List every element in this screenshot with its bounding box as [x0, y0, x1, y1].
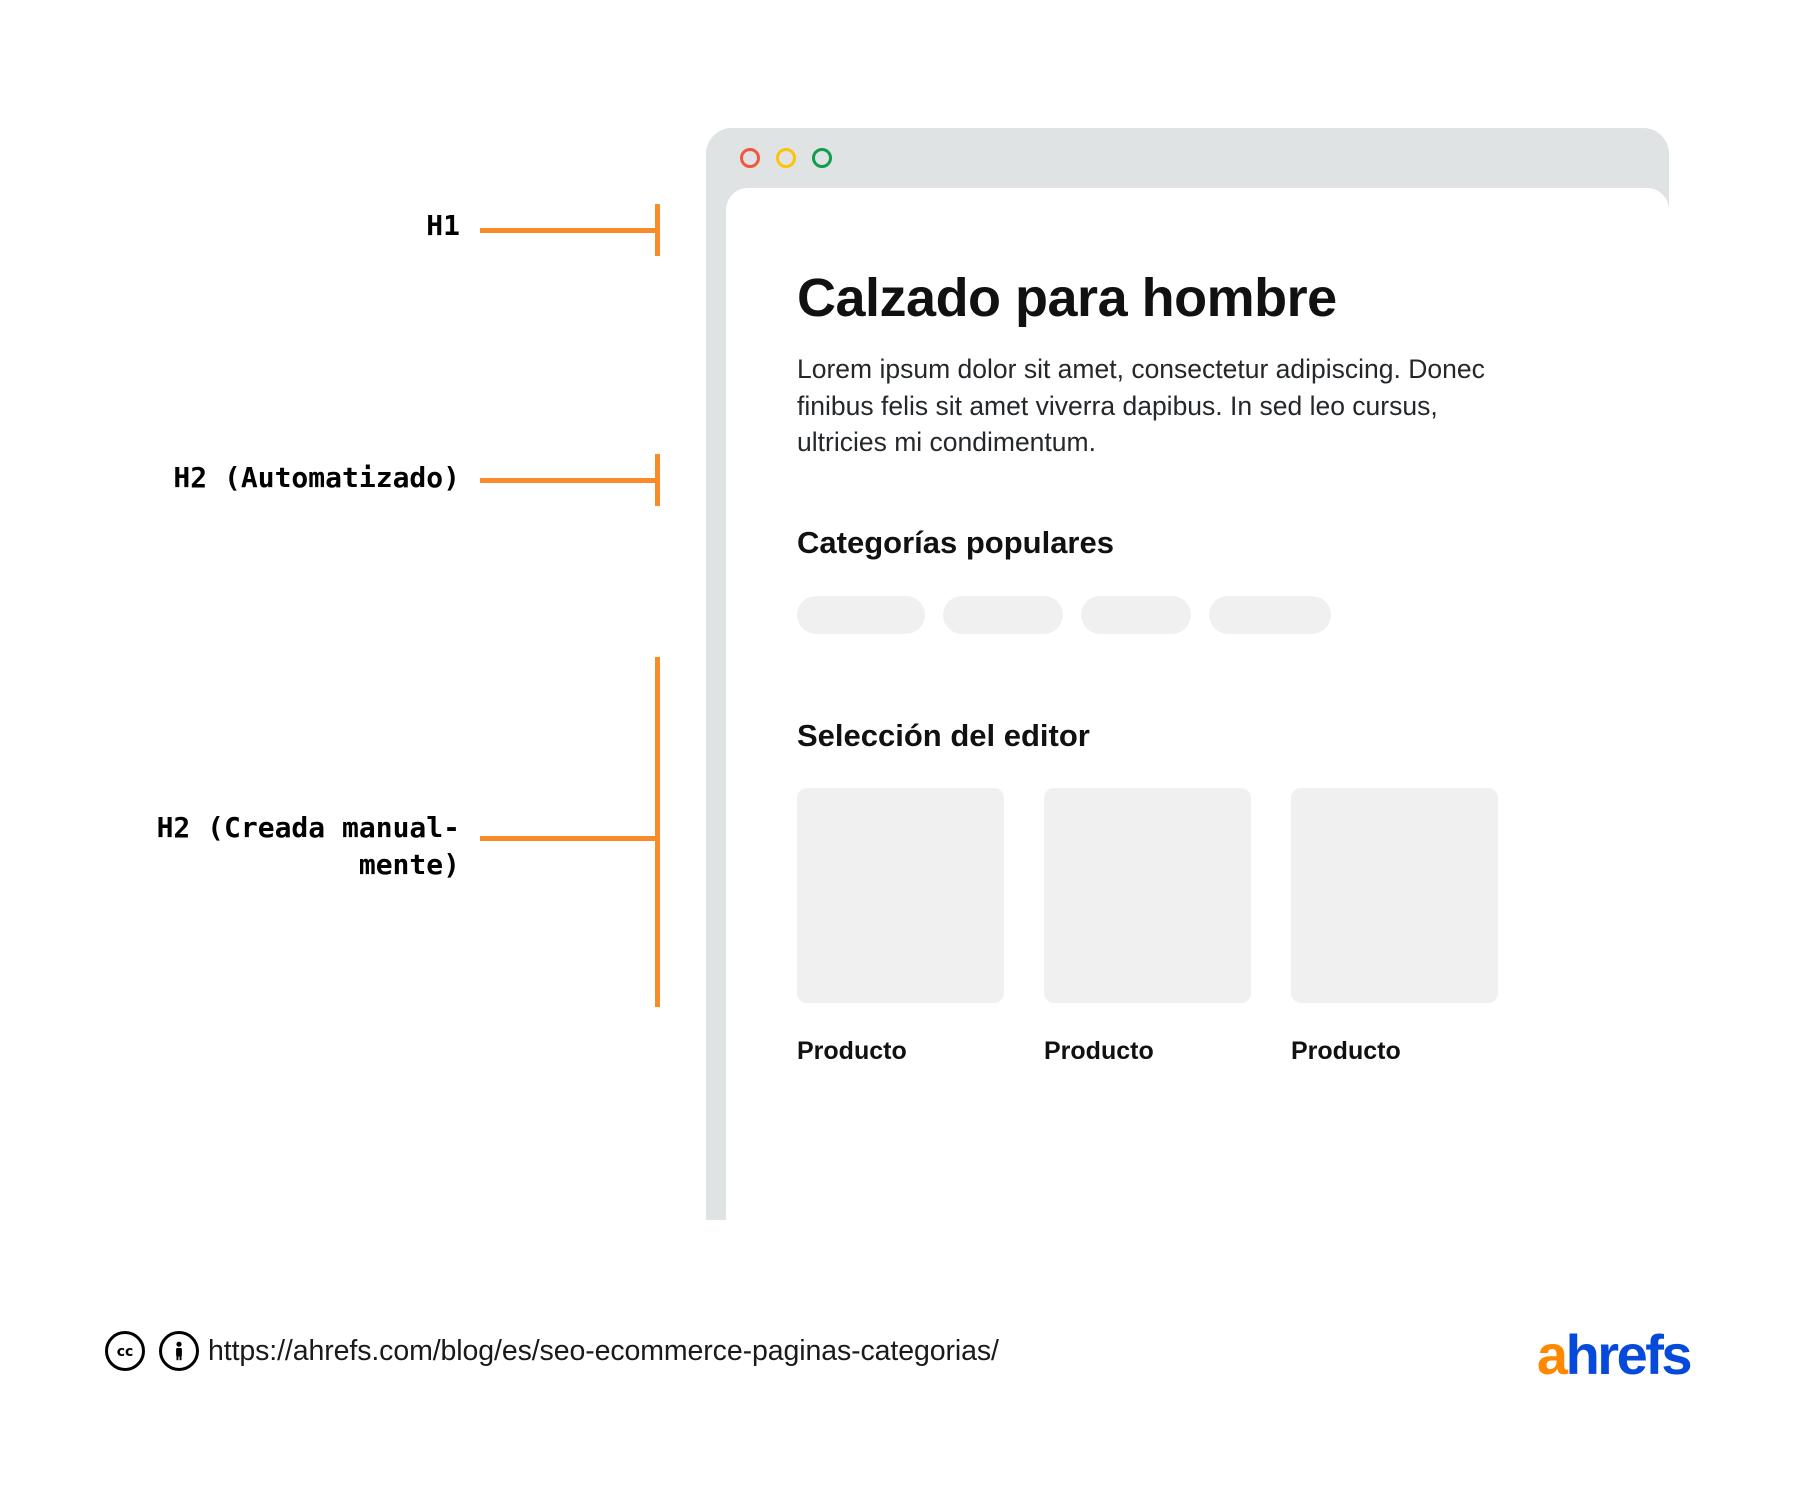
section-heading-popular-categories: Categorías populares — [797, 525, 1114, 560]
annotation-leader-line-h1 — [480, 228, 660, 233]
category-chip-placeholder[interactable] — [1081, 596, 1191, 634]
svg-text:cc: cc — [117, 1344, 134, 1360]
product-name: Producto — [1044, 1037, 1154, 1065]
ahrefs-logo-a: a — [1536, 1323, 1568, 1386]
product-name: Producto — [1291, 1037, 1401, 1065]
creative-commons-icon: cc — [105, 1331, 145, 1371]
annotation-leader-line-h2-automated — [480, 478, 660, 483]
browser-window-mock: Calzado para hombre Lorem ipsum dolor si… — [706, 128, 1669, 1220]
browser-viewport: Calzado para hombre Lorem ipsum dolor si… — [726, 188, 1669, 1220]
minimize-dot-icon[interactable] — [776, 148, 796, 168]
maximize-dot-icon[interactable] — [812, 148, 832, 168]
section-heading-editors-pick: Selección del editor — [797, 718, 1090, 753]
cc-by-attribution-icon — [159, 1331, 199, 1371]
category-chips-row — [797, 596, 1331, 634]
footer: cc https://ahrefs.com/blog/es/seo-ecomme… — [0, 1323, 1800, 1420]
product-image-placeholder — [1044, 788, 1251, 1003]
product-card[interactable]: Producto — [797, 788, 1004, 1066]
product-card[interactable]: Producto — [1291, 788, 1498, 1066]
annotation-label-h2-manual: H2 (Creada manual- mente) — [156, 811, 460, 881]
browser-titlebar — [706, 128, 1669, 188]
annotation-tick-h1 — [655, 204, 660, 256]
product-name: Producto — [797, 1037, 907, 1065]
product-grid: Producto Producto Producto — [797, 788, 1498, 1066]
product-image-placeholder — [1291, 788, 1498, 1003]
category-chip-placeholder[interactable] — [1209, 596, 1331, 634]
page-title-h1: Calzado para hombre — [797, 268, 1337, 328]
category-chip-placeholder[interactable] — [943, 596, 1063, 634]
category-chip-placeholder[interactable] — [797, 596, 925, 634]
source-url[interactable]: https://ahrefs.com/blog/es/seo-ecommerce… — [208, 1335, 999, 1367]
license-icons: cc — [105, 1331, 199, 1371]
annotation-tick-h2-automated — [655, 454, 660, 506]
page-intro-paragraph: Lorem ipsum dolor sit amet, consectetur … — [797, 354, 1485, 458]
product-card[interactable]: Producto — [1044, 788, 1251, 1066]
category-page-content: Calzado para hombre Lorem ipsum dolor si… — [726, 188, 1669, 1220]
annotation-leader-line-h2-manual — [480, 836, 660, 841]
annotation-label-h2-automated: H2 (Automatizado) — [173, 461, 460, 494]
annotation-label-h1: H1 — [426, 209, 460, 242]
ahrefs-logo-rest: hrefs — [1565, 1323, 1693, 1386]
ahrefs-logo: ahrefs — [1536, 1322, 1693, 1387]
annotation-bracket-h2-manual — [655, 657, 660, 1007]
product-image-placeholder — [797, 788, 1004, 1003]
close-dot-icon[interactable] — [740, 148, 760, 168]
